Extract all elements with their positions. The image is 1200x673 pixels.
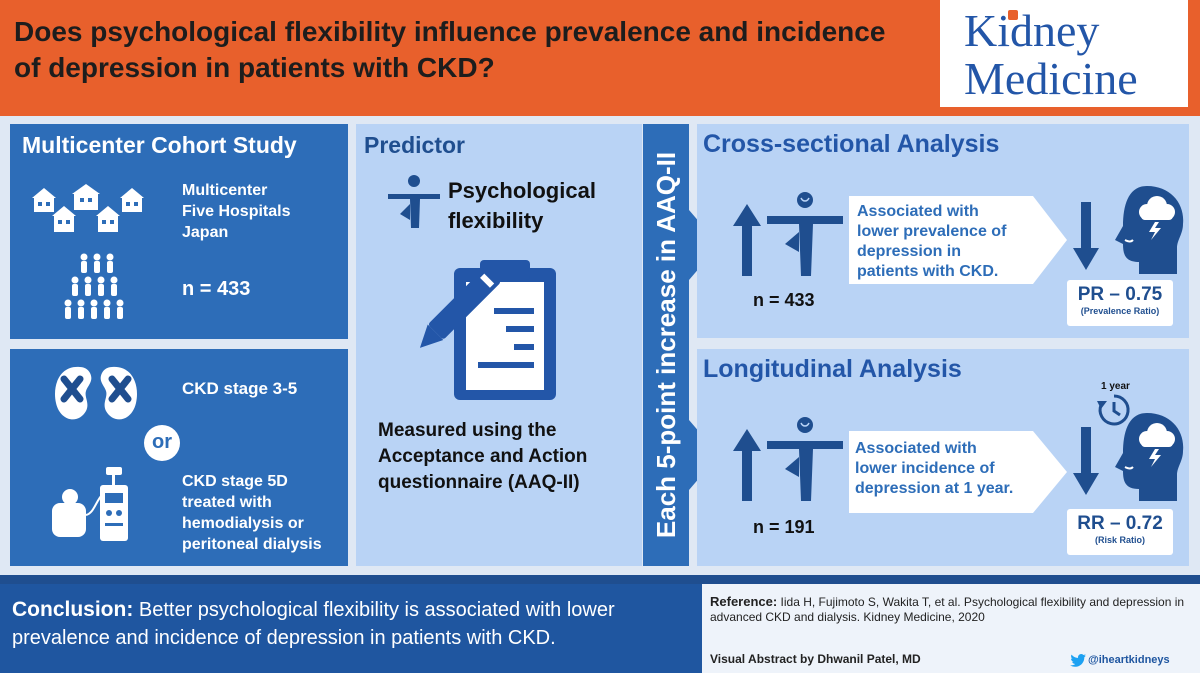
reference-label: Reference: [710, 594, 778, 609]
ckd-stage-5d-line: hemodialysis or [182, 515, 304, 532]
cross-result-box [849, 196, 1033, 284]
long-result-line: Associated with [855, 440, 977, 457]
prevalence-ratio-value: PR – 0.75 [1077, 284, 1163, 305]
conclusion-text: Conclusion: Better psychological flexibi… [12, 596, 702, 652]
arrow-down-icon [1073, 202, 1099, 270]
predictor-title: Predictor [364, 132, 465, 158]
clock-icon [1097, 394, 1130, 426]
reference-text: Reference: Iida H, Fujimoto S, Wakita T,… [710, 594, 1190, 625]
predictor-flex-line: flexibility [448, 208, 544, 233]
footer-divider [0, 575, 1200, 584]
yoga-pose-icon [767, 417, 843, 501]
risk-ratio-value: RR – 0.72 [1077, 513, 1163, 534]
predictor-measure-line: Measured using the [378, 420, 557, 441]
cross-result-line: Associated with [857, 203, 979, 220]
arrow-up-icon [733, 429, 761, 501]
header-banner: Does psychological flexibility influence… [0, 0, 940, 107]
predictor-flexibility-label: Psychological flexibility [448, 176, 596, 236]
or-badge: or [144, 425, 180, 461]
ckd-stage-5d-text: CKD stage 5D treated with hemodialysis o… [182, 471, 322, 555]
predictor-flex-line: Psychological [448, 178, 596, 203]
depressed-head-icon [1115, 186, 1184, 274]
logo-dot-icon [1008, 10, 1018, 20]
predictor-measure-line: questionnaire (AAQ-II) [378, 472, 580, 493]
dialysis-icon [52, 467, 128, 541]
predictor-measure-line: Acceptance and Action [378, 446, 588, 467]
long-sample-size: n = 191 [753, 517, 815, 537]
ckd-stage-5d-line: treated with [182, 494, 272, 511]
ckd-stage-3-5-label: CKD stage 3-5 [182, 379, 298, 398]
prevalence-ratio-label: (Prevalence Ratio) [1080, 306, 1160, 316]
conclusion-panel: Conclusion: Better psychological flexibi… [0, 584, 702, 673]
cross-sample-size: n = 433 [753, 290, 815, 310]
conclusion-body: Better psychological flexibility is asso… [12, 599, 615, 649]
people-group-icon [64, 253, 124, 319]
cross-result-text: Associated with lower prevalence of depr… [857, 202, 1006, 282]
aaq-increase-band: Each 5-point increase in AAQ-II [643, 124, 689, 566]
cohort-title: Multicenter Cohort Study [22, 132, 297, 158]
long-result-line: lower incidence of [855, 460, 995, 477]
cohort-sample-size: n = 433 [182, 278, 251, 300]
aaq-increase-text: Each 5-point increase in AAQ-II [651, 152, 681, 538]
cohort-hospitals-line: Five Hospitals [182, 203, 291, 220]
clipboard-icon [419, 260, 556, 400]
cross-result-chevron-icon [1033, 196, 1067, 284]
reference-body: Iida H, Fujimoto S, Wakita T, et al. Psy… [710, 595, 1185, 624]
logo-text-medicine: Medicine [964, 53, 1138, 104]
cross-ratio-box: PR – 0.75 (Prevalence Ratio) [1067, 280, 1173, 326]
long-result-box [849, 431, 1033, 513]
page-title: Does psychological flexibility influence… [14, 16, 886, 83]
aaq-increase-label: Each 5-point increase in AAQ-II [651, 152, 681, 538]
twitter-handle[interactable]: @iheartkidneys [1088, 654, 1170, 666]
reference-panel: Reference: Iida H, Fujimoto S, Wakita T,… [702, 584, 1200, 673]
twitter-bird-icon [1070, 654, 1086, 667]
predictor-panel: Predictor Psychological flexibility Meas… [356, 124, 642, 566]
arrow-up-icon [733, 204, 761, 276]
long-result-text: Associated with lower incidence of depre… [855, 439, 1013, 499]
cross-sectional-panel: Cross-sectional Analysis n = 433 Associa… [697, 124, 1189, 338]
kidneys-icon [55, 366, 137, 420]
cross-result-line: lower prevalence of [857, 223, 1007, 240]
depressed-head-icon [1115, 413, 1184, 501]
longitudinal-panel: Longitudinal Analysis n = 191 Associated… [697, 349, 1189, 566]
cohort-hospitals-line: Multicenter [182, 182, 268, 199]
journal-logo: Kidney Medicine [940, 0, 1188, 107]
ckd-stage-5d-line: CKD stage 5D [182, 473, 288, 490]
header-divider [0, 107, 1200, 116]
cohort-hospitals-line: Japan [182, 224, 229, 241]
cross-result-line: patients with CKD. [857, 263, 999, 280]
logo-text-kidney: Kidney [964, 5, 1100, 56]
cohort-panel: Multicenter Cohort Study Multicenter Fiv… [10, 124, 348, 339]
cross-sectional-title: Cross-sectional Analysis [703, 130, 1000, 158]
longitudinal-title: Longitudinal Analysis [703, 355, 962, 383]
visual-abstract-author: Visual Abstract by Dhwanil Patel, MD [710, 652, 921, 666]
long-ratio-box: RR – 0.72 (Risk Ratio) [1067, 509, 1173, 555]
header-edge [1188, 0, 1200, 107]
yoga-pose-icon [388, 175, 440, 228]
conclusion-label: Conclusion: [12, 598, 134, 621]
one-year-label: 1 year [1101, 381, 1130, 392]
predictor-measure-text: Measured using the Acceptance and Action… [378, 418, 587, 496]
yoga-pose-icon [767, 192, 843, 276]
long-result-line: depression at 1 year. [855, 480, 1014, 497]
long-result-chevron-icon [1033, 431, 1067, 513]
ckd-stages-panel: CKD stage 3-5 or CKD stage 5D treated wi… [10, 349, 348, 566]
ckd-stage-5d-line: peritoneal dialysis [182, 536, 322, 553]
cohort-hospitals-text: Multicenter Five Hospitals Japan [182, 180, 290, 243]
risk-ratio-label: (Risk Ratio) [1094, 535, 1145, 545]
cross-result-line: depression in [857, 243, 962, 260]
arrow-down-icon [1073, 427, 1099, 495]
hospitals-icon [32, 184, 144, 232]
